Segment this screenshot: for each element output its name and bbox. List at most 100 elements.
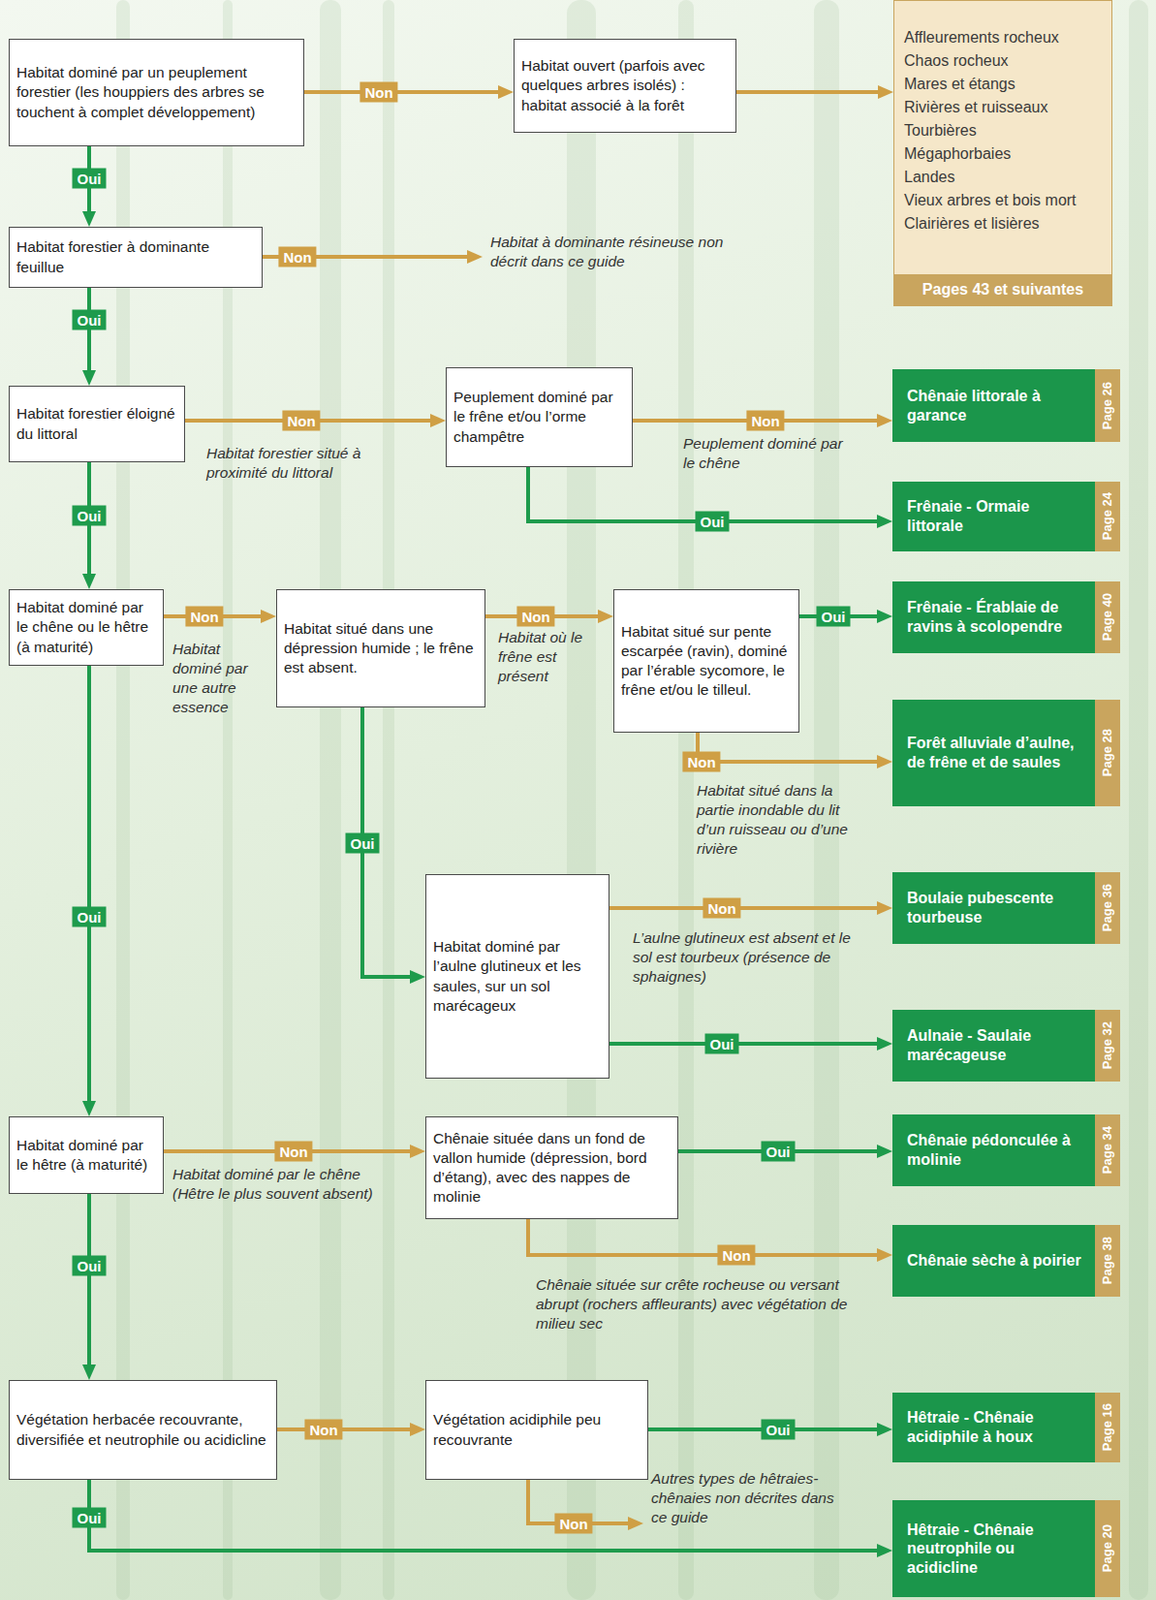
result-title: Hêtraie - Chênaie neutrophile ou acidicl… <box>906 1520 1088 1578</box>
page-tab: Page 20 <box>1094 1499 1121 1597</box>
result-title: Frênaie - Érablaie de ravins à scolopend… <box>906 597 1088 636</box>
list-item: Rivières et ruisseaux <box>904 95 1102 120</box>
edge-label: Non <box>274 1141 313 1162</box>
box-text: Végétation herbacée recouvrante, diversi… <box>16 1409 270 1449</box>
result-box: Frênaie - Ormaie littoralePage 24 <box>892 481 1121 552</box>
connector-arrow <box>277 1427 410 1432</box>
result-title: Aulnaie - Saulaie marécageuse <box>906 1026 1088 1064</box>
edge-label: Oui <box>72 906 107 928</box>
box-text: Habitat dominé par le chêne ou le hêtre … <box>16 597 157 657</box>
box-text: Habitat situé sur pente escarpée (ravin)… <box>621 622 792 701</box>
list-item: Mares et étangs <box>904 72 1102 96</box>
result-title: Boulaie pubescente tourbeuse <box>906 888 1088 927</box>
result-box: Hêtraie - Chênaie acidiphile à houx Page … <box>892 1392 1121 1463</box>
result-box: Aulnaie - Saulaie marécageusePage 32 <box>892 1009 1121 1082</box>
page-tab: Page 38 <box>1094 1224 1121 1297</box>
result-box: Chênaie sèche à poirier Page 38 <box>892 1224 1121 1297</box>
page-tab: Page 28 <box>1094 699 1121 807</box>
decision-box: Habitat dominé par l’aulne glutineux et … <box>425 874 610 1079</box>
decision-box: Peuplement dominé par le frêne et/ou l’o… <box>445 367 633 468</box>
annotation: Habitat où le frêne est présent <box>498 627 607 687</box>
box-text: Habitat ouvert (parfois avec quelques ar… <box>521 56 729 115</box>
edge-label: Non <box>278 247 316 268</box>
list-item: Landes <box>904 165 1102 189</box>
page-tab: Page 16 <box>1094 1392 1121 1463</box>
result-title: Chênaie littorale à garance <box>906 386 1088 425</box>
connector-arrow <box>697 732 877 762</box>
result-box: Chênaie littorale à garancePage 26 <box>892 369 1121 442</box>
result-title: Chênaie sèche à poirier <box>906 1250 1088 1271</box>
page-tab: Page 24 <box>1094 481 1121 552</box>
page-number: Page 40 <box>1099 593 1116 641</box>
annotation: Habitat dominé par le chêne (Hêtre le pl… <box>172 1164 386 1204</box>
connector-arrow <box>609 1041 877 1046</box>
tree-trunks <box>116 0 1149 1600</box>
decision-box: Habitat situé dans une dépression humide… <box>276 589 486 708</box>
edge-label: Non <box>682 751 720 773</box>
list-item: Tourbières <box>904 119 1102 143</box>
box-text: Habitat situé dans une dépression humide… <box>283 619 478 678</box>
edge-label: Non <box>185 606 223 627</box>
list-item: Chaos rocheux <box>904 49 1102 73</box>
page-number: Page 36 <box>1099 883 1116 932</box>
connector-arrow <box>87 665 92 1101</box>
edge-label: Oui <box>695 511 730 532</box>
edge-label: Non <box>717 1245 755 1266</box>
box-text: Habitat dominé par le hêtre (à maturité) <box>16 1135 157 1175</box>
result-box: Boulaie pubescente tourbeuse Page 36 <box>892 872 1121 944</box>
list-item: Vieux arbres et bois mort <box>904 188 1102 213</box>
edge-label: Oui <box>345 833 380 854</box>
annotation: Chênaie située sur crête rocheuse ou ver… <box>535 1275 885 1334</box>
note-box: Autres types de hêtraies-chênaies non dé… <box>651 1468 850 1530</box>
edge-label: Oui <box>72 505 107 527</box>
decision-box: Habitat dominé par un peuplement foresti… <box>8 38 305 147</box>
result-title: Frênaie - Ormaie littorale <box>906 497 1088 535</box>
edge-label: Non <box>359 82 398 103</box>
decision-box: Habitat dominé par le chêne ou le hêtre … <box>8 589 164 666</box>
connector-arrow <box>736 90 878 94</box>
note-text: Habitat à dominante résineuse non décrit… <box>490 232 733 272</box>
box-text: Peuplement dominé par le frêne et/ou l’o… <box>453 387 625 446</box>
list-item: Clairières et lisières <box>904 212 1102 236</box>
tree-trunk <box>382 0 395 1600</box>
connector-arrow <box>87 1193 92 1365</box>
page-tab: Page 34 <box>1094 1114 1121 1187</box>
decision-box: Habitat forestier éloigné du littoral <box>8 385 186 463</box>
edge-label: Non <box>281 410 320 432</box>
edge-label: Oui <box>72 168 107 189</box>
box-text: Habitat dominé par un peuplement foresti… <box>16 62 297 122</box>
list-item: Mégaphorbaies <box>904 142 1102 166</box>
edge-label: Oui <box>72 1255 107 1277</box>
edge-label: Oui <box>761 1141 796 1162</box>
list-footer: Pages 43 et suivantes <box>894 274 1112 306</box>
edge-label: Non <box>746 410 784 432</box>
edge-label: Oui <box>72 1507 107 1529</box>
list-item: Affleurements rocheux <box>904 26 1102 50</box>
edge-label: Oui <box>72 310 107 331</box>
result-box: Hêtraie - Chênaie neutrophile ou acidicl… <box>892 1499 1121 1597</box>
result-title: Chênaie pédonculée à molinie <box>906 1130 1088 1169</box>
connector-arrow <box>304 90 499 94</box>
annotation: Habitat situé dans la partie inondable d… <box>696 781 872 860</box>
decision-box: Chênaie située dans un fond de vallon hu… <box>425 1116 679 1219</box>
edge-label: Non <box>702 898 741 919</box>
edge-label: Non <box>554 1513 593 1534</box>
page-number: Page 28 <box>1099 728 1116 777</box>
result-box: Forêt alluviale d’aulne, de frêne et de … <box>892 699 1121 807</box>
tree-trunk <box>813 0 840 1600</box>
box-text: Habitat forestier éloigné du littoral <box>16 404 178 443</box>
page-tab: Page 36 <box>1094 872 1121 944</box>
page-tab: Page 32 <box>1094 1009 1121 1082</box>
decision-box: Végétation acidiphile peu recouvrante <box>425 1379 649 1480</box>
result-title: Forêt alluviale d’aulne, de frêne et de … <box>906 733 1088 772</box>
edge-label: Non <box>304 1419 343 1440</box>
result-title: Hêtraie - Chênaie acidiphile à houx <box>906 1407 1088 1446</box>
annotation: Habitat forestier situé à proximité du l… <box>206 443 406 483</box>
box-text: Habitat dominé par l’aulne glutineux et … <box>433 937 602 1016</box>
page-number: Page 20 <box>1099 1524 1116 1572</box>
page-tab: Page 26 <box>1094 369 1121 442</box>
page-number: Page 38 <box>1099 1236 1116 1284</box>
page-number: Page 16 <box>1099 1403 1116 1451</box>
box-text: Végétation acidiphile peu recouvrante <box>433 1409 641 1449</box>
